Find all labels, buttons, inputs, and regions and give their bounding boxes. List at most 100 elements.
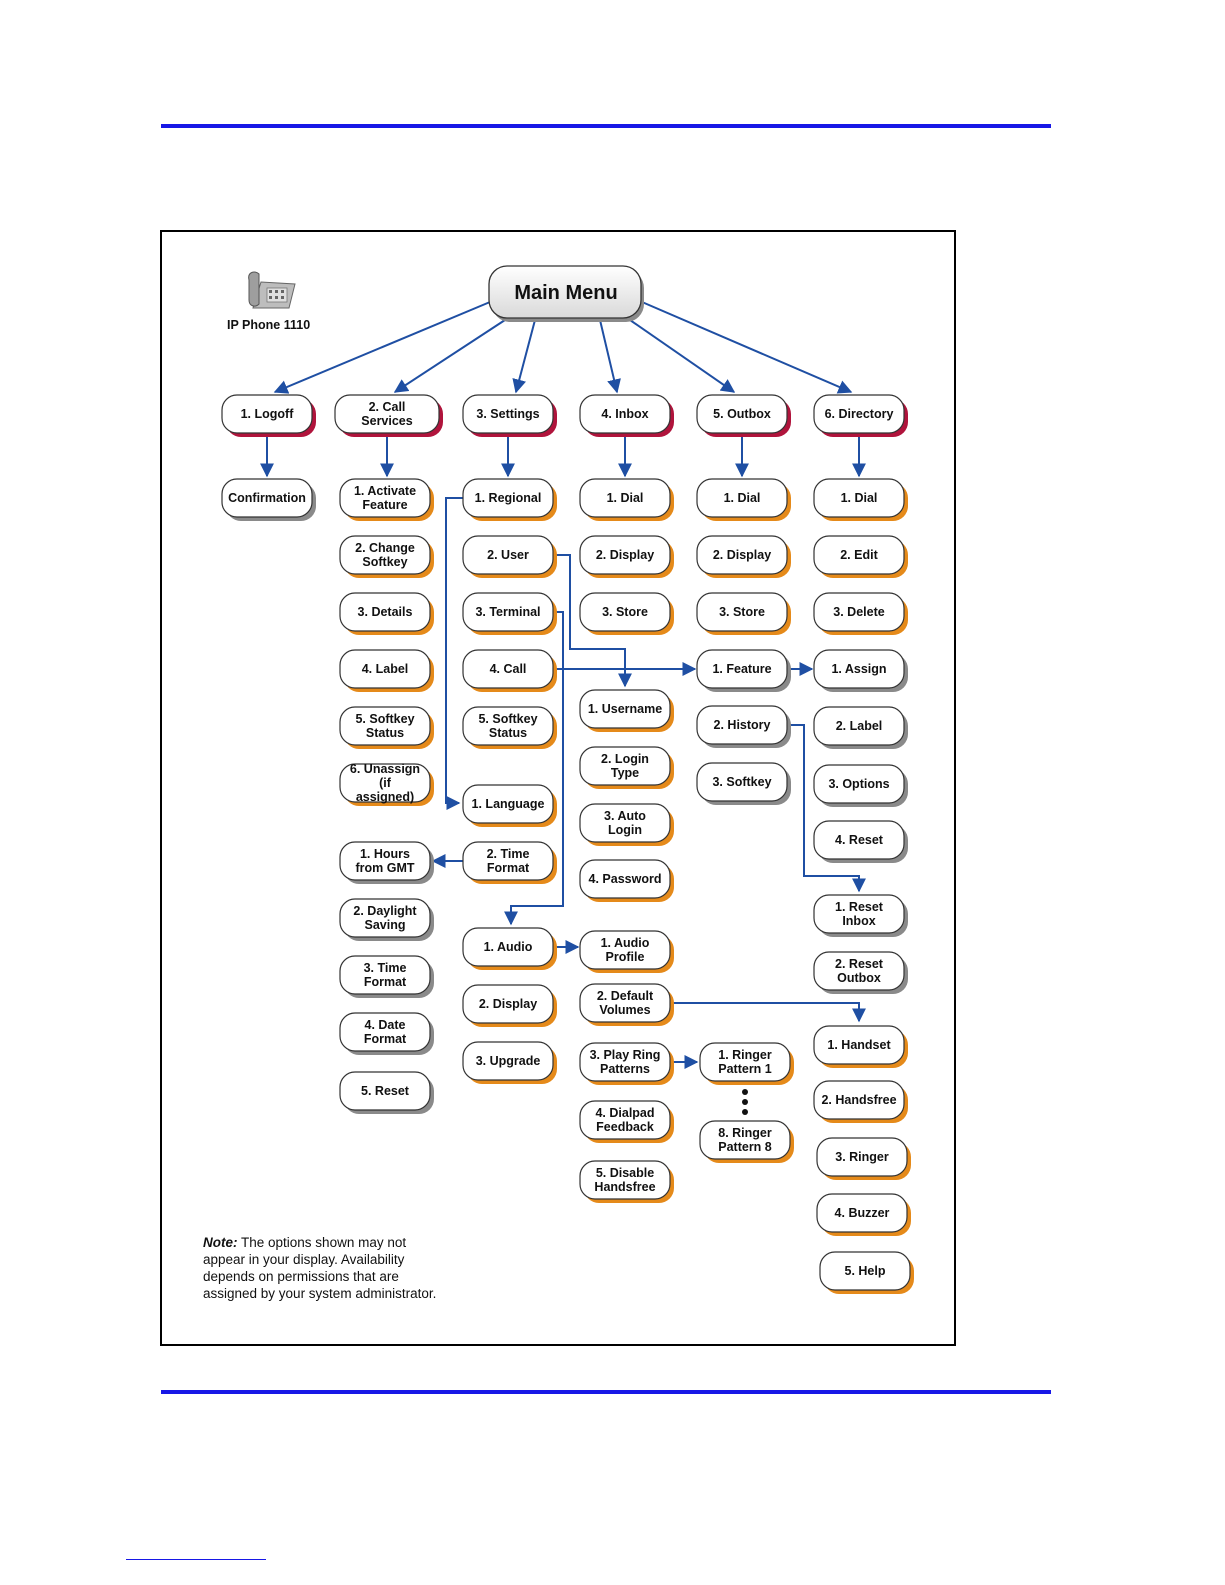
- time-format-item-5-label: 5. Reset: [361, 1084, 410, 1098]
- directory-item-2: 2. Edit: [813, 535, 908, 578]
- volumes-item-2-label: 2. Handsfree: [821, 1093, 896, 1107]
- main-to-menu-arrow-1: [273, 301, 491, 394]
- note-text: The options shown may not appear in your…: [203, 1235, 437, 1301]
- volumes-item-2: 2. Handsfree: [813, 1080, 908, 1123]
- feature-item-1: 1. Assign: [813, 649, 908, 692]
- inbox-item-1: 1. Dial: [579, 478, 674, 521]
- volumes-item-5-label: 5. Help: [845, 1264, 886, 1278]
- feature-item-4-label: 4. Reset: [835, 833, 884, 847]
- ellipsis-dots: [742, 1089, 748, 1115]
- menu-node-6: 6. Directory: [813, 394, 908, 437]
- history-to-reset-connector: [789, 724, 866, 893]
- regional-to-language-connector: [445, 497, 463, 810]
- main-to-menu-arrow-5: [629, 319, 736, 393]
- directory-item-2-label: 2. Edit: [840, 548, 878, 562]
- menu-node-5-label: 5. Outbox: [713, 407, 771, 421]
- directory-item-1-label: 1. Dial: [841, 491, 878, 505]
- inbox-item-3-label: 3. Store: [602, 605, 648, 619]
- feature-item-4: 4. Reset: [813, 820, 908, 863]
- logoff-item-confirmation: Confirmation: [221, 478, 316, 521]
- terminal-item-3-label: 3. Upgrade: [476, 1054, 541, 1068]
- menu-node-1: 1. Logoff: [221, 394, 316, 437]
- terminal-item-1-label: 1. Audio: [484, 940, 533, 954]
- outbox-item-3: 3. Store: [696, 592, 791, 635]
- main-menu-label: Main Menu: [514, 282, 617, 304]
- feature-item-1-label: 1. Assign: [831, 662, 886, 676]
- menu-node-3: 3. Settings: [462, 394, 557, 437]
- feature-item-3: 3. Options: [813, 764, 908, 807]
- terminal-item-2: 2. Display: [462, 984, 557, 1027]
- feature-item-2: 2. Label: [813, 706, 908, 749]
- menu-node-1-label: 1. Logoff: [241, 407, 295, 421]
- settings-item-3-label: 3. Terminal: [475, 605, 540, 619]
- menu-node-5: 5. Outbox: [696, 394, 791, 437]
- settings-item-4: 4. Call: [462, 649, 557, 692]
- inbox-item-2: 2. Display: [579, 535, 674, 578]
- call-item-1: 1. Feature: [696, 649, 791, 692]
- user-item-1-label: 1. Username: [588, 702, 662, 716]
- regional-item-language-label: 1. Language: [472, 797, 545, 811]
- call-item-3: 3. Softkey: [696, 762, 791, 805]
- terminal-item-2-label: 2. Display: [479, 997, 537, 1011]
- settings-item-3: 3. Terminal: [462, 592, 557, 635]
- volumes-item-5: 5. Help: [819, 1251, 914, 1294]
- device-label: IP Phone 1110: [227, 318, 310, 332]
- terminal-item-3: 3. Upgrade: [462, 1041, 557, 1084]
- volumes-to-handset-connector: [671, 1002, 866, 1023]
- volumes-item-4-label: 4. Buzzer: [835, 1206, 890, 1220]
- call-item-2-label: 2. History: [714, 718, 771, 732]
- desk-phone-icon: [248, 271, 296, 309]
- outbox-item-1-label: 1. Dial: [724, 491, 761, 505]
- settings-item-2-label: 2. User: [487, 548, 529, 562]
- call-services-item-3-label: 3. Details: [358, 605, 413, 619]
- feature-item-3-label: 3. Options: [828, 777, 889, 791]
- main-to-menu-arrow-6: [641, 301, 853, 394]
- diagram-frame: [160, 230, 956, 1346]
- call-services-item-4: 4. Label: [339, 649, 434, 692]
- user-item-4-label: 4. Password: [589, 872, 662, 886]
- regional-item-language: 1. Language: [462, 784, 557, 827]
- volumes-item-3: 3. Ringer: [816, 1137, 911, 1180]
- main-to-menu-arrow-2: [393, 319, 506, 393]
- directory-item-1: 1. Dial: [813, 478, 908, 521]
- inbox-item-1-label: 1. Dial: [607, 491, 644, 505]
- outbox-item-3-label: 3. Store: [719, 605, 765, 619]
- directory-item-3-label: 3. Delete: [833, 605, 884, 619]
- call-item-2: 2. History: [696, 705, 791, 748]
- main-to-menu-arrow-3: [512, 319, 536, 394]
- call-services-item-4-label: 4. Label: [362, 662, 409, 676]
- outbox-item-2: 2. Display: [696, 535, 791, 578]
- menu-node-4: 4. Inbox: [579, 394, 674, 437]
- terminal-to-audio-connector: [504, 611, 564, 926]
